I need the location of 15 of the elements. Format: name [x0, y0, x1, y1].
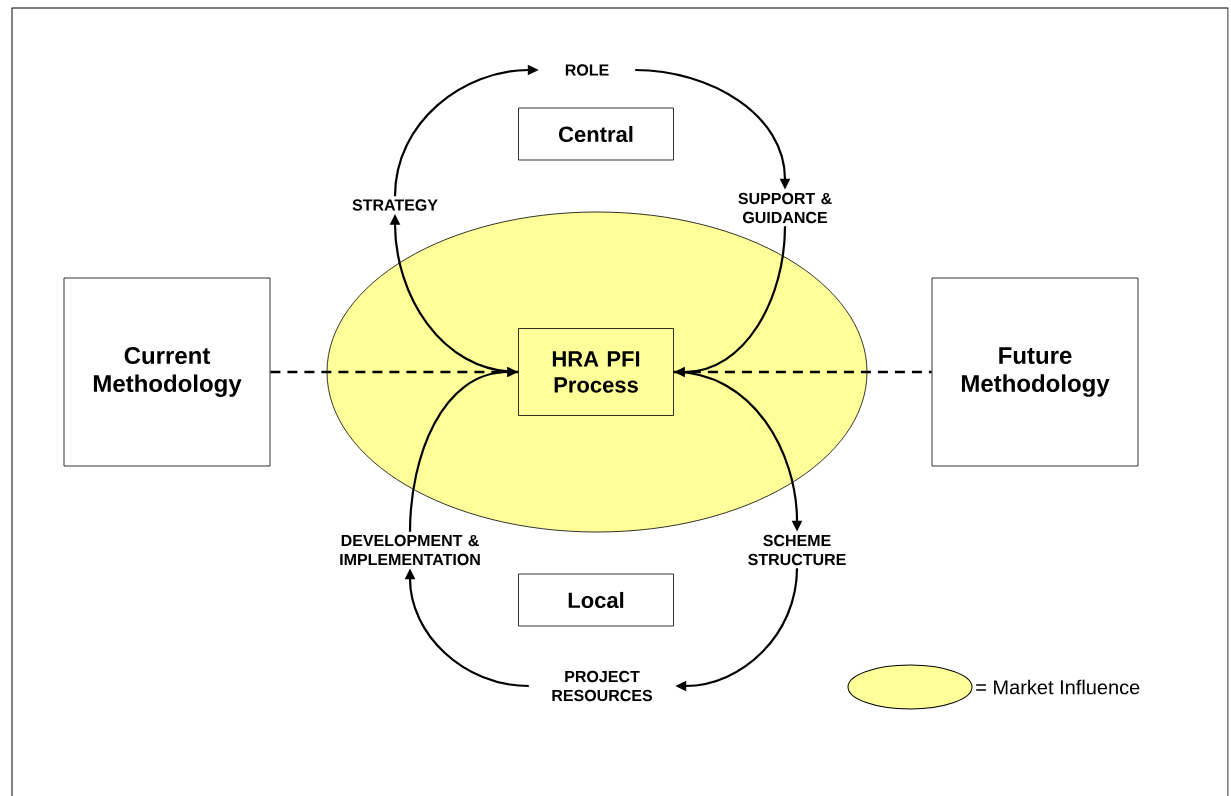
- dashed-line: [270, 370, 519, 374]
- step-label: DEVELOPMENT & IMPLEMENTATION: [340, 534, 480, 566]
- ellipse-region: [326, 211, 868, 533]
- step-label: SUPPORT & GUIDANCE: [738, 192, 832, 224]
- step-label: SCHEME STRUCTURE: [748, 534, 846, 566]
- step-label: ROLE: [565, 64, 609, 76]
- level-box: Local: [518, 573, 674, 627]
- dashed-line: [673, 370, 932, 374]
- methodology-box: Current Methodology: [63, 277, 271, 467]
- process-box: HRA PFI Process: [518, 328, 674, 416]
- level-box: Central: [518, 107, 674, 161]
- legend-text: = Market Influence: [976, 679, 1140, 695]
- step-label: STRATEGY: [352, 199, 438, 211]
- step-label: PROJECT RESOURCES: [552, 670, 653, 702]
- methodology-box: Future Methodology: [931, 277, 1139, 467]
